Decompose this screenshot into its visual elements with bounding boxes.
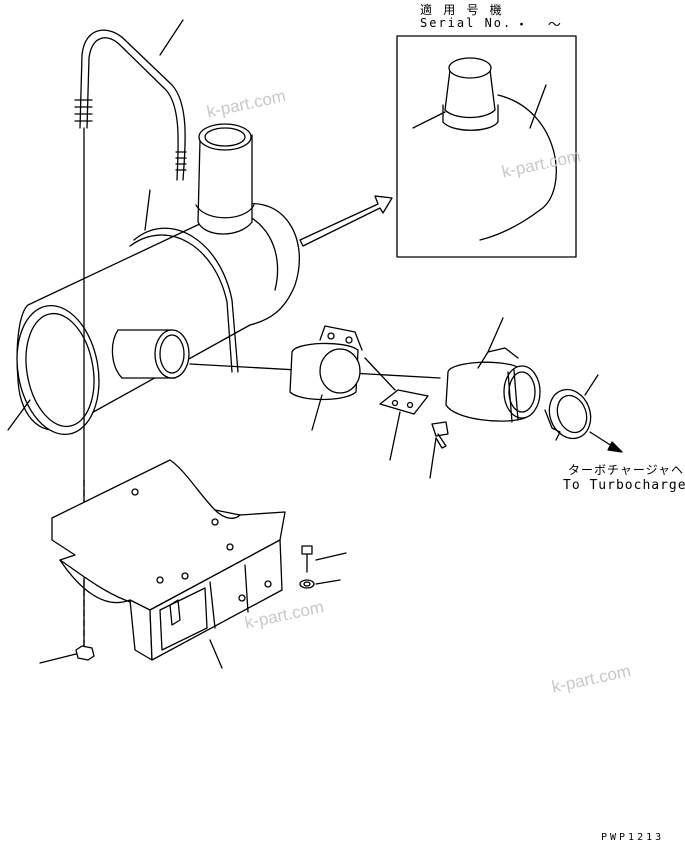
muffler-strap (129, 227, 239, 373)
mounting-bracket (51, 459, 286, 661)
nut (39, 645, 95, 664)
u-bolt (74, 29, 187, 181)
drawing-code: PWP1213 (601, 832, 665, 843)
turbo-arrow (589, 431, 623, 453)
exhaust-pipe (445, 317, 541, 423)
serial-range: ・ 〜 (515, 18, 567, 33)
detail-arrow (299, 195, 393, 247)
pipe-clamp-bracket (289, 325, 363, 401)
muffler (16, 202, 300, 436)
outlet-pipe (195, 123, 255, 235)
leader-lines (7, 19, 401, 669)
turbo-label-jp: ターボチャージャヘ (568, 463, 685, 477)
inset-detail (396, 35, 577, 258)
inlet-pipe (111, 329, 190, 379)
bracket-bolt (299, 545, 347, 589)
serial-label: Serial No. (420, 16, 513, 30)
applicable-serial-label: 適 用 号 機 (420, 3, 504, 17)
bolt (429, 421, 449, 479)
plate (364, 357, 429, 415)
turbo-label-en: To Turbocharger (563, 478, 685, 493)
v-band-clamp (544, 374, 599, 441)
